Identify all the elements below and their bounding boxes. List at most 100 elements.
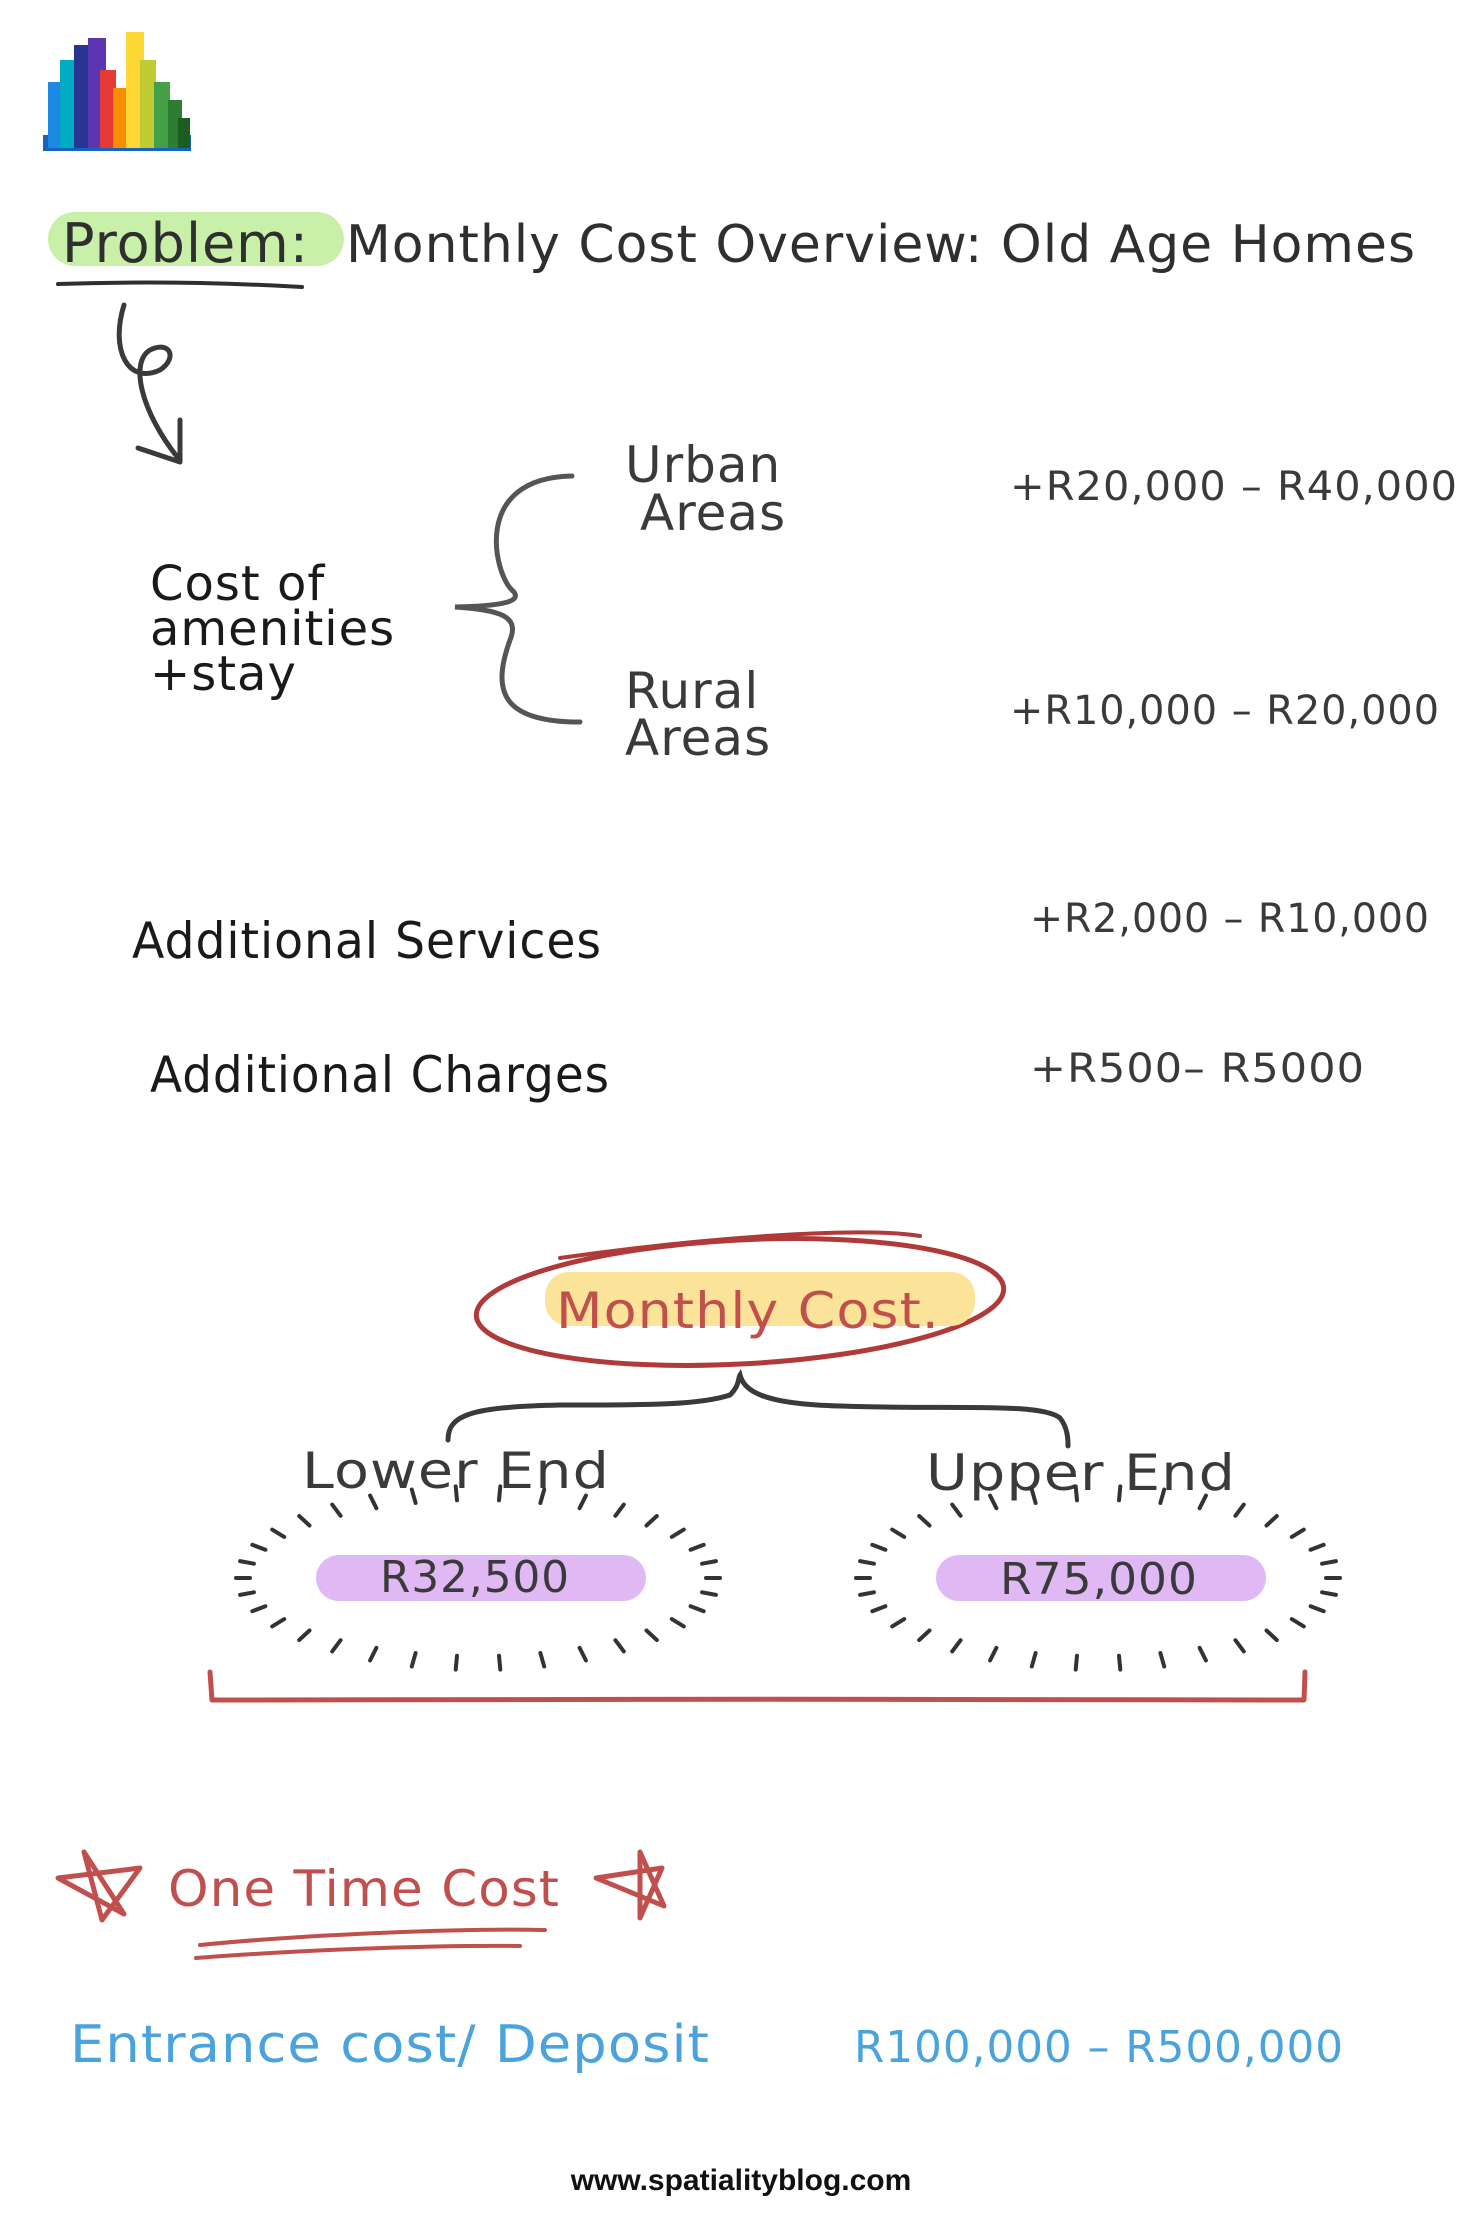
burst-tick: [644, 1514, 659, 1528]
burst-tick: [644, 1628, 659, 1642]
urban-range: +R20,000 – R40,000: [1010, 464, 1458, 510]
burst-tick: [538, 1651, 547, 1669]
additional-services-range: +R2,000 – R10,000: [1030, 896, 1430, 942]
burst-tick: [368, 1645, 379, 1663]
burst-tick: [890, 1617, 907, 1629]
title-label: Problem:: [62, 212, 309, 275]
burst-tick: [858, 1590, 876, 1597]
lower-end-block: Lower End R32,500: [234, 1442, 722, 1672]
additional-services-label: Additional Services: [132, 912, 602, 970]
title-row: Problem: Monthly Cost Overview: Old Age …: [48, 212, 1415, 289]
star-right-icon: [593, 1849, 667, 1921]
rural-label-line-2: Areas: [625, 709, 771, 767]
burst-tick: [858, 1559, 876, 1566]
lower-end-burst: [234, 1484, 722, 1672]
burst-tick: [1308, 1542, 1326, 1552]
burst-tick: [700, 1590, 718, 1597]
burst-tick: [613, 1638, 626, 1654]
burst-tick: [1073, 1653, 1079, 1672]
burst-tick: [688, 1604, 706, 1614]
monthly-cost-title: Monthly Cost.: [556, 1282, 940, 1340]
entrance-cost-label: Entrance cost/ Deposit: [70, 2015, 710, 2075]
burst-tick: [250, 1604, 268, 1614]
footer-url: www.spatialityblog.com: [570, 2164, 912, 2197]
lower-end-value: R32,500: [380, 1552, 570, 1603]
upper-end-highlight: [936, 1555, 1266, 1601]
burst-tick: [1073, 1484, 1079, 1503]
burst-tick: [1320, 1559, 1338, 1566]
burst-tick: [409, 1487, 418, 1505]
star-left-icon: [55, 1849, 143, 1923]
burst-tick: [497, 1653, 503, 1672]
heading-highlight: [545, 1272, 975, 1326]
urban-label-line-2: Areas: [640, 484, 786, 542]
burst-tick: [270, 1617, 287, 1629]
burst-tick: [577, 1645, 588, 1663]
one-time-cost-heading: One Time Cost: [55, 1849, 667, 1960]
logo-icon: [43, 32, 191, 151]
burst-tick: [330, 1502, 343, 1518]
upper-end-burst: [854, 1484, 1342, 1672]
upper-end-block: Upper End R75,000: [854, 1444, 1342, 1672]
burst-tick: [1117, 1653, 1123, 1672]
cost-label-line-1: Cost of: [150, 556, 325, 612]
cost-label-line-2: amenities: [150, 601, 395, 657]
upper-end-label: Upper End: [926, 1444, 1236, 1502]
burst-tick: [1264, 1628, 1279, 1642]
burst-tick: [577, 1493, 588, 1511]
down-arrow-icon: [116, 302, 183, 465]
burst-tick: [988, 1493, 999, 1511]
burst-tick: [497, 1484, 503, 1503]
burst-tick: [870, 1542, 888, 1552]
burst-tick: [1289, 1617, 1306, 1629]
burst-tick: [1233, 1638, 1246, 1654]
heading-circle: [473, 1236, 1007, 1368]
burst-tick: [1158, 1487, 1167, 1505]
additional-services-row: Additional Services +R2,000 – R10,000: [132, 896, 1430, 970]
burst-tick: [453, 1653, 459, 1672]
burst-tick: [613, 1502, 626, 1518]
monthly-brace: [445, 1369, 1071, 1449]
burst-tick: [1029, 1487, 1038, 1505]
burst-tick: [890, 1527, 907, 1539]
burst-tick: [250, 1542, 268, 1552]
burst-tick: [453, 1484, 459, 1503]
monthly-cost-heading: Monthly Cost.: [473, 1230, 1007, 1368]
burst-tick: [1320, 1590, 1338, 1597]
one-time-cost-title: One Time Cost: [168, 1860, 560, 1918]
burst-tick: [538, 1487, 547, 1505]
rural-range: +R10,000 – R20,000: [1010, 688, 1440, 734]
burst-tick: [297, 1628, 312, 1642]
burst-tick: [409, 1651, 418, 1669]
burst-tick: [950, 1638, 963, 1654]
curly-brace: [454, 473, 583, 725]
burst-tick: [1029, 1651, 1038, 1669]
burst-tick: [270, 1527, 287, 1539]
one-time-underline: [194, 1927, 547, 1960]
burst-tick: [330, 1638, 343, 1654]
burst-tick: [238, 1590, 256, 1597]
burst-tick: [368, 1493, 379, 1511]
burst-tick: [950, 1502, 963, 1518]
urban-label-line-1: Urban: [625, 436, 781, 494]
additional-charges-range: +R500– R5000: [1030, 1046, 1365, 1092]
cost-label-line-3: +stay: [150, 646, 297, 702]
burst-tick: [1158, 1651, 1167, 1669]
burst-tick: [1117, 1484, 1123, 1503]
burst-tick: [870, 1604, 888, 1614]
burst-tick: [1289, 1527, 1306, 1539]
burst-tick: [297, 1514, 312, 1528]
entrance-cost-range: R100,000 – R500,000: [854, 2022, 1344, 2073]
burst-tick: [700, 1559, 718, 1566]
burst-tick: [917, 1514, 932, 1528]
monthly-bracket: [207, 1669, 1308, 1703]
burst-tick: [1197, 1645, 1208, 1663]
title-label-highlight: [48, 212, 344, 266]
burst-tick: [1197, 1493, 1208, 1511]
lower-end-highlight: [316, 1555, 646, 1601]
additional-charges-row: Additional Charges +R500– R5000: [150, 1046, 1365, 1104]
burst-tick: [669, 1617, 686, 1629]
burst-tick: [1233, 1502, 1246, 1518]
burst-tick: [238, 1559, 256, 1566]
